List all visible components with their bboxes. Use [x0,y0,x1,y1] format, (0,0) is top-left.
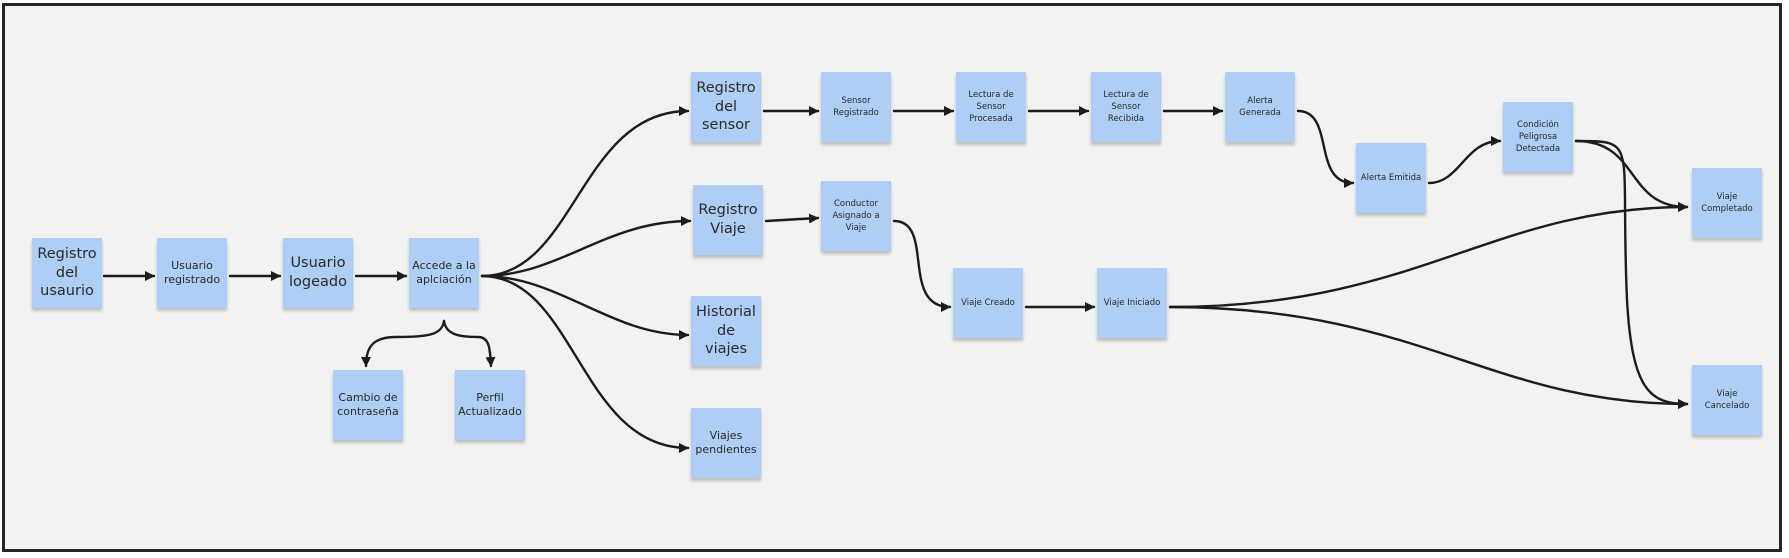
arrow-registro-viaje-to-conductor-asignado [764,213,820,224]
note-label: Viaje Completado [1701,191,1753,214]
note-label: Lectura de Sensor Procesada [968,89,1014,125]
arrow-viaje-iniciado-to-viaje-completado [1168,202,1689,309]
note-label: Usuario logeado [289,255,347,290]
note-usuario-registrado[interactable]: Usuario registrado [157,238,227,308]
note-label: Usuario registrado [163,258,221,286]
note-lectura-de-sensor-recibida[interactable]: Lectura de Sensor Recibida [1091,72,1161,142]
note-conductor-asignado-a-viaje[interactable]: Conductor Asignado a Viaje [821,181,891,251]
arrow-accede-to-registro-sensor [480,106,690,278]
note-cambio-de-contrasena[interactable]: Cambio de contraseña [333,370,403,440]
arrow-accede-to-historial-viajes [480,274,690,340]
arrow-alerta-generada-to-alerta-emitida [1296,109,1355,188]
arrow-accede-to-registro-viaje [480,216,692,278]
note-condicion-peligrosa-detectada[interactable]: Condición Peligrosa Detectada [1503,102,1573,172]
note-label: Viajes pendientes [695,428,757,456]
note-label: Cambio de contraseña [337,390,399,418]
note-registro-del-usuario[interactable]: Registro del usaurio [32,238,102,308]
note-label: Accede a la aplciación [412,258,476,286]
arrow-accede-to-perfil-actualizado [442,319,496,368]
note-viaje-creado[interactable]: Viaje Creado [953,268,1023,338]
arrow-alerta-emitida-to-condicion-peligrosa [1427,136,1502,185]
arrow-accede-to-cambio-contrasena [361,319,446,368]
arrow-condicion-to-viaje-completado [1574,139,1689,212]
arrow-conductor-to-viaje-creado [892,219,952,312]
note-label: Viaje Creado [961,297,1015,308]
note-label: Condición Peligrosa Detectada [1515,119,1561,155]
note-label: Viaje Iniciado [1103,297,1161,308]
note-label: Registro del sensor [696,79,756,134]
note-label: Sensor Registrado [833,95,879,118]
note-sensor-registrado[interactable]: Sensor Registrado [821,72,891,142]
note-label: Conductor Asignado a Viaje [832,198,880,234]
note-label: Alerta Emitida [1360,172,1422,183]
note-perfil-actualizado[interactable]: Perfil Actualizado [455,370,525,440]
note-usuario-logeado[interactable]: Usuario logeado [283,238,353,308]
note-viaje-iniciado[interactable]: Viaje Iniciado [1097,268,1167,338]
note-label: Registro Viaje [698,202,758,237]
arrow-condicion-to-viaje-cancelado [1574,139,1689,409]
note-label: Alerta Generada [1239,95,1281,118]
note-viaje-completado[interactable]: Viaje Completado [1692,168,1762,238]
note-accede-a-la-aplicacion[interactable]: Accede a la aplciación [409,238,479,308]
note-historial-de-viajes[interactable]: Historial de viajes [691,296,761,366]
note-alerta-emitida[interactable]: Alerta Emitida [1356,143,1426,213]
note-viajes-pendientes[interactable]: Viajes pendientes [691,408,761,478]
note-viaje-cancelado[interactable]: Viaje Cancelado [1692,365,1762,435]
note-label: Viaje Cancelado [1704,388,1750,411]
arrow-accede-to-viajes-pendientes [480,274,690,453]
note-alerta-generada[interactable]: Alerta Generada [1225,72,1295,142]
note-label: Lectura de Sensor Recibida [1103,89,1149,125]
note-label: Registro del usaurio [37,245,97,300]
note-registro-viaje[interactable]: Registro Viaje [693,185,763,255]
note-label: Historial de viajes [696,303,756,358]
note-registro-del-sensor[interactable]: Registro del sensor [691,72,761,142]
note-label: Perfil Actualizado [458,390,522,418]
note-lectura-de-sensor-procesada[interactable]: Lectura de Sensor Procesada [956,72,1026,142]
arrow-viaje-iniciado-to-viaje-cancelado [1168,305,1689,409]
